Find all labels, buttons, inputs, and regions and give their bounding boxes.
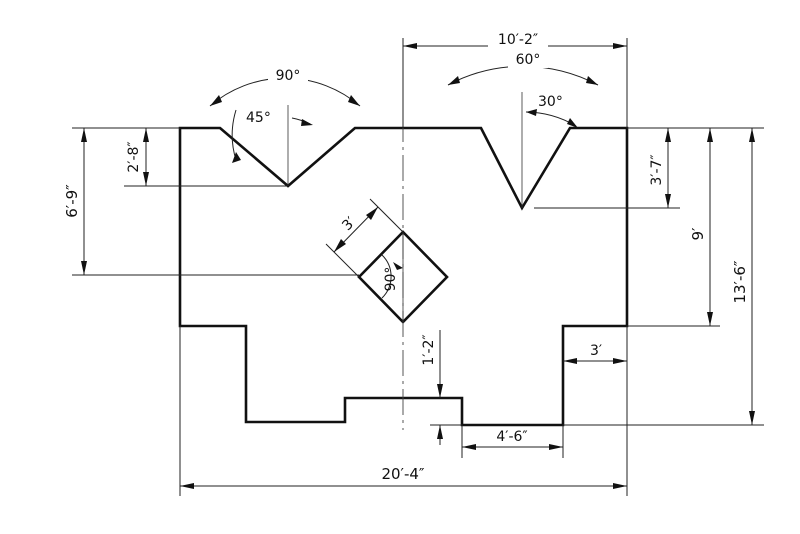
arrow xyxy=(210,95,222,106)
arrow xyxy=(334,239,346,252)
dim-diamond-angle-label: 90° xyxy=(383,267,399,292)
arc-60-right xyxy=(447,65,599,86)
dim-total-width-label: 20′-4″ xyxy=(381,465,424,483)
arrow xyxy=(665,194,671,208)
arrow xyxy=(81,261,87,275)
arrow xyxy=(462,444,476,450)
arrow xyxy=(393,262,403,270)
arrow xyxy=(613,483,627,489)
arrow xyxy=(81,128,87,142)
arrow xyxy=(563,358,577,364)
arrow xyxy=(707,312,713,326)
main-outline xyxy=(178,126,629,427)
arrow xyxy=(437,384,443,398)
arrow xyxy=(613,358,627,364)
angle-90-left-label: 90° xyxy=(276,68,301,84)
dim-left-height-label: 6′-9″ xyxy=(63,184,81,218)
angle-30-label: 30° xyxy=(538,94,563,110)
dim-right-height-total-label: 13′-6″ xyxy=(731,260,749,303)
arrow xyxy=(366,207,378,220)
ext-line-diamond-a xyxy=(369,198,404,233)
arrow xyxy=(437,425,443,439)
arrow xyxy=(567,118,578,128)
arrow xyxy=(348,95,360,106)
arrow xyxy=(665,128,671,142)
angle-60-label: 60° xyxy=(516,52,541,68)
arc-45-left xyxy=(231,109,237,161)
angle-45-label: 45° xyxy=(246,110,271,126)
arrow xyxy=(707,128,713,142)
arrow xyxy=(749,128,755,142)
arc-diamond xyxy=(381,254,392,299)
arrow xyxy=(180,483,194,489)
arrow xyxy=(526,109,537,116)
dim-left-v-depth-label: 2′-8″ xyxy=(126,141,142,172)
dim-top-width-label: 10′-2″ xyxy=(498,32,538,48)
dim-right-v-depth-label: 3′-7″ xyxy=(649,154,665,185)
arrow xyxy=(613,43,627,49)
dim-step-height-label: 1′-2″ xyxy=(421,334,437,365)
dim-bottom-segment-label: 4′-6″ xyxy=(496,429,527,445)
arrow xyxy=(403,43,417,49)
ext-line-diamond-b xyxy=(325,243,360,278)
arrow xyxy=(143,128,149,142)
arrow xyxy=(301,119,313,126)
dim-right-height-inner-label: 9′ xyxy=(689,227,707,241)
dim-diamond-side-label: 3′ xyxy=(339,214,359,234)
arrow xyxy=(586,76,598,85)
arrow xyxy=(749,411,755,425)
arrow xyxy=(448,76,460,85)
arrow xyxy=(143,172,149,186)
arrow xyxy=(232,152,241,163)
arrow xyxy=(549,444,563,450)
dim-right-notch-label: 3′ xyxy=(590,343,602,359)
